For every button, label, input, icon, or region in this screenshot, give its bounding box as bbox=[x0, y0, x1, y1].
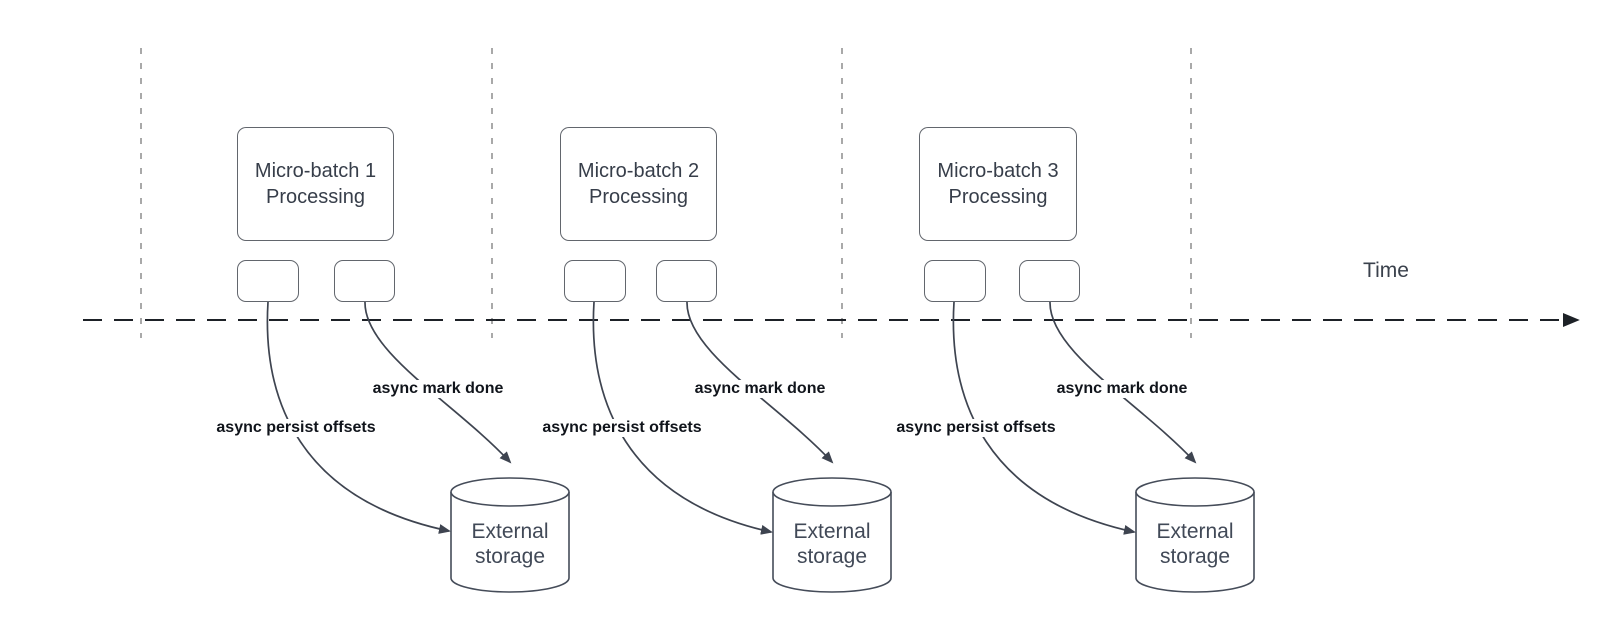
micro-batch-2-label: Micro-batch 2 Processing bbox=[577, 160, 700, 208]
mark-done-arrow-3 bbox=[1049, 301, 1197, 464]
micro-batch-3-label: Micro-batch 3 Processing bbox=[937, 160, 1059, 208]
mini-task-box-3-left bbox=[924, 260, 986, 302]
mark-done-label-3: async mark done bbox=[1053, 380, 1191, 398]
mark-done-label-1: async mark done bbox=[369, 380, 507, 398]
external-storage-label-1: External storage bbox=[471, 520, 549, 568]
external-storage-cylinder-2 bbox=[772, 477, 892, 593]
persist-offsets-label-1: async persist offsets bbox=[213, 419, 379, 437]
cylinder-body bbox=[772, 492, 892, 593]
mini-task-box-2-right bbox=[656, 260, 717, 302]
external-storage-cylinder-1 bbox=[450, 477, 570, 593]
cylinder-top-ellipse bbox=[1135, 477, 1255, 507]
mini-task-box-3-right bbox=[1019, 260, 1080, 302]
mark-done-arrow-1 bbox=[364, 301, 512, 464]
persist-offsets-arrow-3 bbox=[952, 301, 1136, 535]
persist-offsets-arrow-1 bbox=[266, 301, 451, 534]
mark-done-arrow-2 bbox=[686, 301, 834, 464]
cylinder-body bbox=[450, 492, 570, 593]
cylinder-body bbox=[1135, 492, 1255, 593]
external-storage-cylinder-3 bbox=[1135, 477, 1255, 593]
micro-batch-1-box: Micro-batch 1 Processing bbox=[237, 127, 394, 241]
external-storage-label-2: External storage bbox=[793, 520, 871, 568]
mini-task-box-2-left bbox=[564, 260, 626, 302]
mini-task-box-1-right bbox=[334, 260, 395, 302]
micro-batch-1-label: Micro-batch 1 Processing bbox=[254, 160, 377, 208]
micro-batch-2-box: Micro-batch 2 Processing bbox=[560, 127, 717, 241]
persist-offsets-label-3: async persist offsets bbox=[893, 419, 1059, 437]
mark-done-label-2: async mark done bbox=[691, 380, 829, 398]
micro-batch-3-box: Micro-batch 3 Processing bbox=[919, 127, 1077, 241]
external-storage-label-3: External storage bbox=[1156, 520, 1234, 568]
persist-offsets-label-2: async persist offsets bbox=[539, 419, 705, 437]
time-axis-label: Time bbox=[1363, 259, 1409, 282]
cylinder-top-ellipse bbox=[450, 477, 570, 507]
cylinder-top-ellipse bbox=[772, 477, 892, 507]
mini-task-box-1-left bbox=[237, 260, 299, 302]
persist-offsets-arrow-2 bbox=[592, 301, 773, 535]
